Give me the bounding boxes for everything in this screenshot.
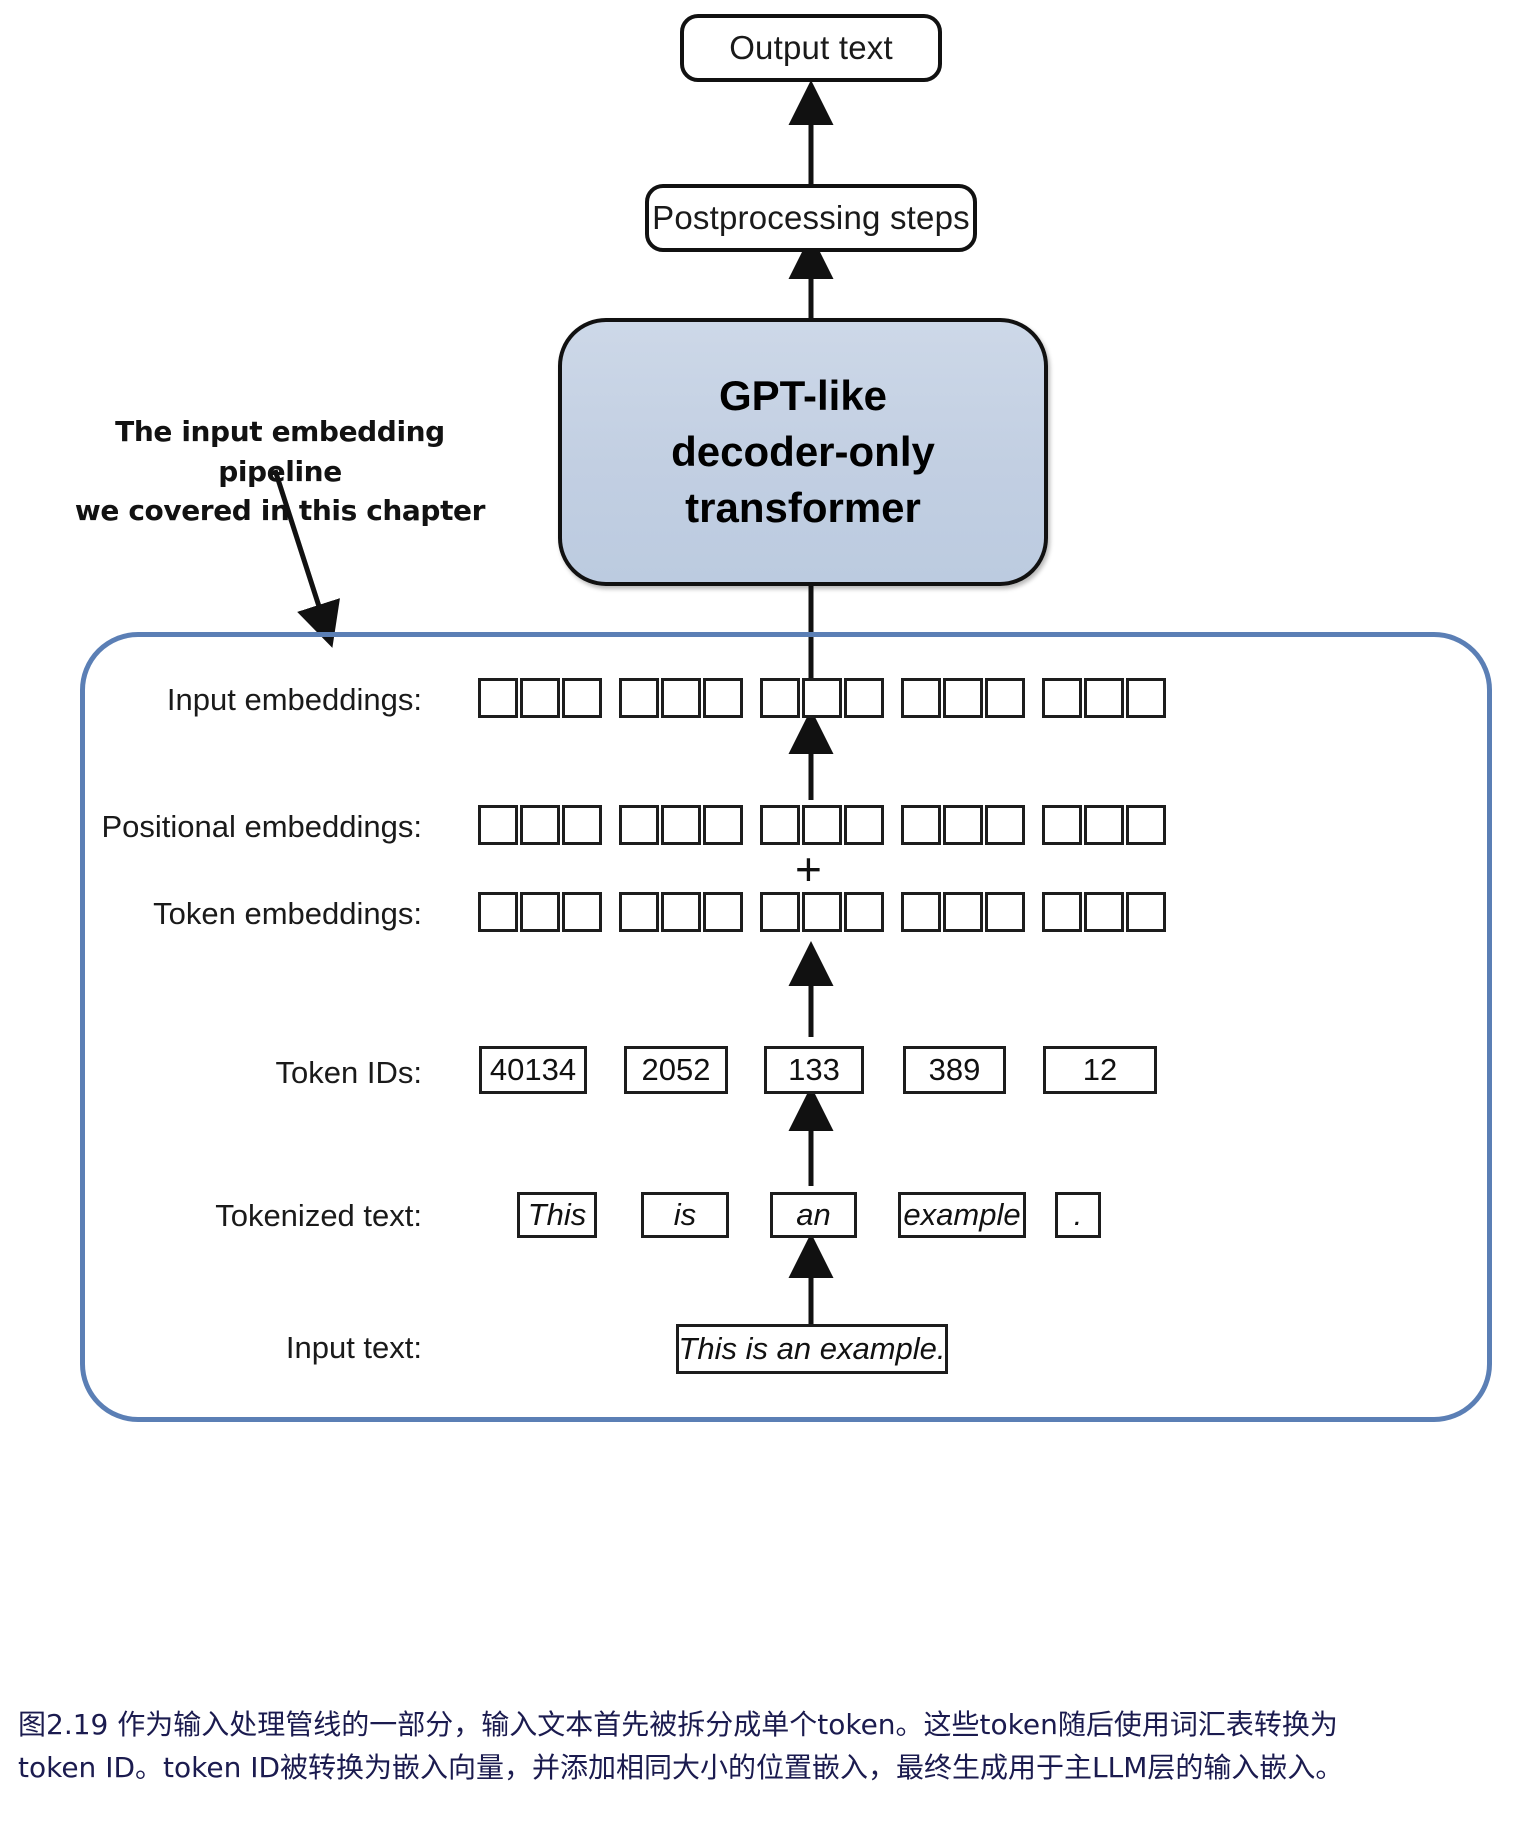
- embedding-cell: [661, 892, 701, 932]
- embedding-cell: [1042, 805, 1082, 845]
- row-label-positional-embeddings: Positional embeddings:: [101, 809, 422, 844]
- embedding-cell: [478, 892, 518, 932]
- token-id-box: 40134: [479, 1046, 587, 1094]
- embedding-group: [478, 678, 602, 718]
- embedding-cell: [1084, 805, 1124, 845]
- postprocessing-steps-label: Postprocessing steps: [652, 199, 970, 236]
- embedding-cell: [943, 805, 983, 845]
- embedding-cell: [901, 805, 941, 845]
- annotation-label: The input embedding pipeline we covered …: [74, 414, 486, 528]
- output-text-box: Output text: [680, 14, 942, 82]
- row-label-tokenized-text: Tokenized text:: [215, 1198, 422, 1233]
- embedding-cell: [1126, 892, 1166, 932]
- embedding-cell: [760, 678, 800, 718]
- token-box: .: [1055, 1192, 1101, 1238]
- embedding-cell: [985, 678, 1025, 718]
- embedding-group: [901, 892, 1025, 932]
- embedding-cell: [760, 892, 800, 932]
- input-text-box: This is an example.: [676, 1324, 948, 1374]
- plus-icon: +: [795, 843, 822, 895]
- embedding-cell: [520, 805, 560, 845]
- embedding-cell: [520, 678, 560, 718]
- embedding-group: [901, 678, 1025, 718]
- embedding-group: [1042, 892, 1166, 932]
- embedding-cell: [985, 892, 1025, 932]
- annotation-text: The input embedding pipeline we covered …: [70, 372, 490, 531]
- token-id-box: 2052: [624, 1046, 728, 1094]
- embedding-cell: [478, 678, 518, 718]
- embedding-cell: [562, 678, 602, 718]
- gpt-transformer-block: GPT-like decoder-only transformer: [558, 318, 1048, 586]
- embedding-cell: [802, 678, 842, 718]
- embedding-group: [760, 805, 884, 845]
- embedding-cell: [619, 678, 659, 718]
- figure-caption: 图2.19 作为输入处理管线的一部分，输入文本首先被拆分成单个token。这些t…: [18, 1704, 1508, 1789]
- embedding-group: [1042, 678, 1166, 718]
- embedding-cell: [619, 892, 659, 932]
- embedding-cell: [844, 892, 884, 932]
- embedding-cell: [1042, 892, 1082, 932]
- row-label-input-embeddings: Input embeddings:: [166, 682, 422, 717]
- embedding-group: [901, 805, 1025, 845]
- token-id-box: 133: [764, 1046, 864, 1094]
- embedding-cell: [1084, 892, 1124, 932]
- embedding-cell: [943, 678, 983, 718]
- token-box: is: [641, 1192, 729, 1238]
- figure-caption-line-1: 图2.19 作为输入处理管线的一部分，输入文本首先被拆分成单个token。这些t…: [18, 1708, 1338, 1741]
- output-text-label: Output text: [729, 29, 893, 66]
- token-box: This: [517, 1192, 597, 1238]
- embedding-cell: [520, 892, 560, 932]
- embedding-cell: [562, 805, 602, 845]
- embedding-cell: [1042, 678, 1082, 718]
- embedding-cell: [760, 805, 800, 845]
- embedding-group: [619, 892, 743, 932]
- token-box: example: [898, 1192, 1026, 1238]
- embedding-cell: [1126, 678, 1166, 718]
- embedding-cell: [844, 805, 884, 845]
- gpt-transformer-label: GPT-like decoder-only transformer: [671, 372, 935, 531]
- embedding-cell: [943, 892, 983, 932]
- embedding-cell: [703, 805, 743, 845]
- embedding-cell: [802, 805, 842, 845]
- row-label-input-text: Input text:: [285, 1330, 422, 1365]
- token-id-box: 12: [1043, 1046, 1157, 1094]
- row-label-token-ids: Token IDs:: [275, 1055, 422, 1090]
- embedding-group: [760, 892, 884, 932]
- embedding-group: [619, 678, 743, 718]
- embedding-cell: [661, 678, 701, 718]
- token-id-box: 389: [903, 1046, 1006, 1094]
- embedding-cell: [703, 678, 743, 718]
- embedding-cell: [901, 678, 941, 718]
- embedding-cell: [661, 805, 701, 845]
- embedding-cell: [844, 678, 884, 718]
- postprocessing-steps-box: Postprocessing steps: [645, 184, 977, 252]
- embedding-cell: [562, 892, 602, 932]
- token-box: an: [770, 1192, 857, 1238]
- input-embedding-pipeline-box: [80, 632, 1492, 1422]
- embedding-cell: [1126, 805, 1166, 845]
- embedding-cell: [1084, 678, 1124, 718]
- embedding-cell: [802, 892, 842, 932]
- embedding-group: [478, 805, 602, 845]
- embedding-cell: [703, 892, 743, 932]
- embedding-cell: [985, 805, 1025, 845]
- embedding-group: [478, 892, 602, 932]
- embedding-group: [619, 805, 743, 845]
- figure-caption-line-2: token ID。token ID被转换为嵌入向量，并添加相同大小的位置嵌入，最…: [18, 1750, 1344, 1784]
- embedding-cell: [478, 805, 518, 845]
- embedding-group: [1042, 805, 1166, 845]
- embedding-cell: [901, 892, 941, 932]
- embedding-group: [760, 678, 884, 718]
- row-label-token-embeddings: Token embeddings:: [153, 896, 422, 931]
- embedding-cell: [619, 805, 659, 845]
